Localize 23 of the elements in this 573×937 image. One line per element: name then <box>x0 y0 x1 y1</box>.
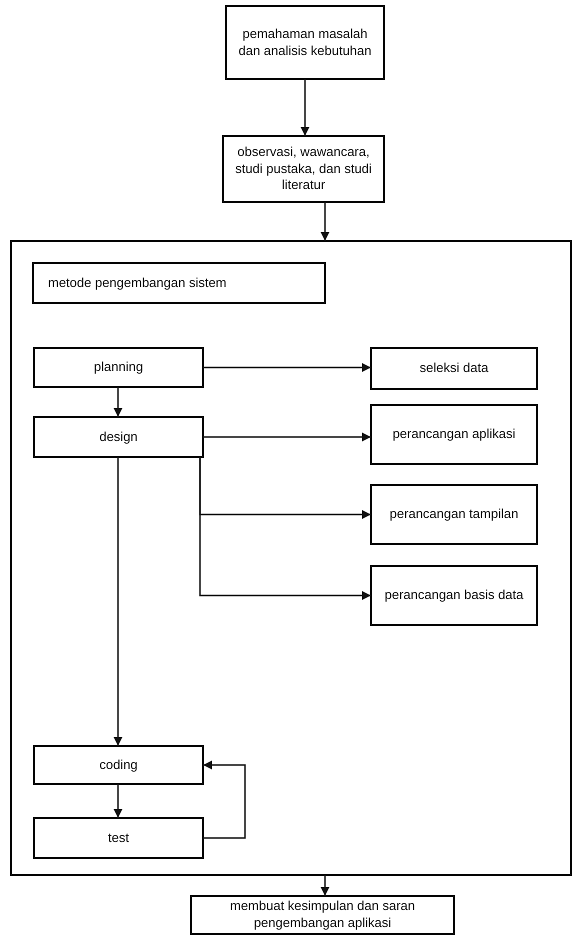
process-box: design <box>33 416 204 458</box>
arrow <box>199 458 371 600</box>
arrow <box>114 458 122 746</box>
process-box: observasi, wawancara, studi pustaka, dan studi literatur <box>222 135 385 203</box>
process-box: perancangan aplikasi <box>370 404 538 465</box>
process-box: seleksi data <box>370 347 538 390</box>
arrow <box>114 785 122 818</box>
arrow <box>204 363 371 372</box>
arrow <box>320 876 330 896</box>
process-box: membuat kesimpulan dan saran pengembangan aplikasi <box>190 895 455 935</box>
process-box: pemahaman masalah dan analisis kebutuhan <box>225 5 385 80</box>
process-box: perancangan basis data <box>370 565 538 626</box>
process-box: perancangan tampilan <box>370 484 538 545</box>
arrow <box>114 388 122 417</box>
process-box: metode pengembangan sistem <box>32 262 326 304</box>
process-box: planning <box>33 347 204 388</box>
group-frame <box>10 240 572 876</box>
process-box: coding <box>33 745 204 785</box>
process-box: test <box>33 817 204 859</box>
arrow <box>203 760 246 839</box>
arrow <box>300 80 310 136</box>
arrow <box>204 432 371 442</box>
arrow <box>320 203 330 241</box>
